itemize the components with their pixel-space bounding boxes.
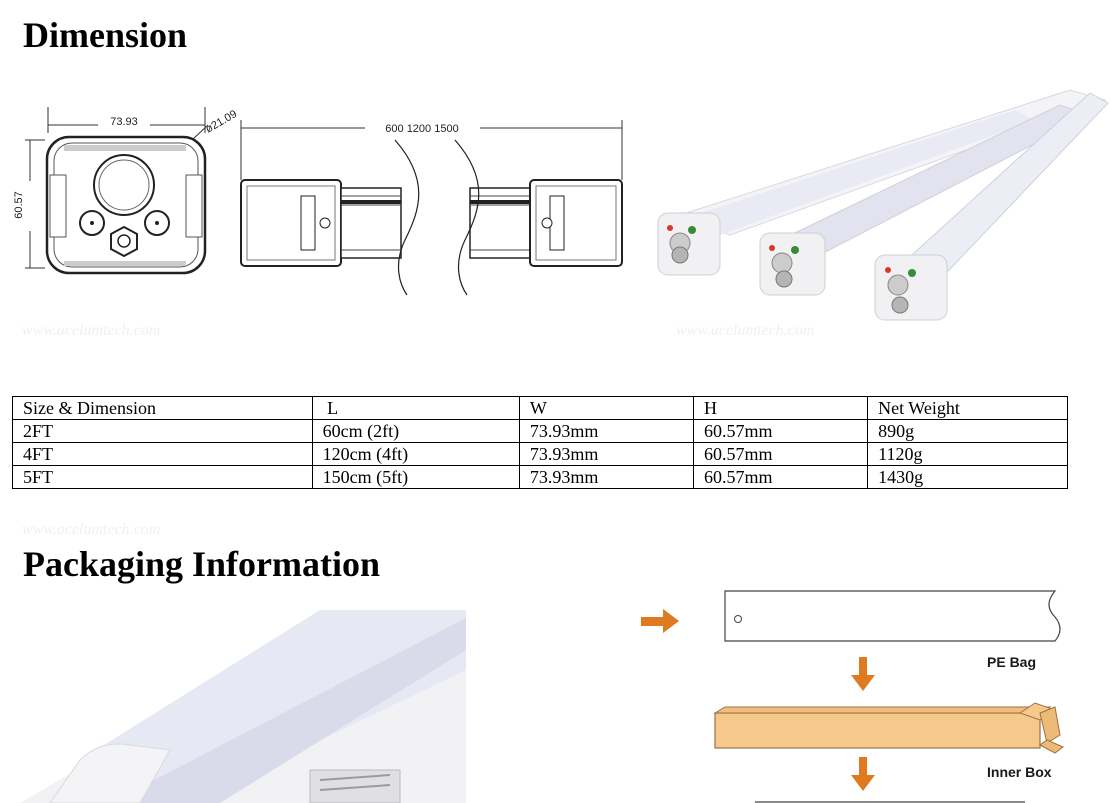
down-arrow-icon: [851, 757, 875, 791]
table-cell: 120cm (4ft): [311, 442, 520, 466]
table-header-cell: H: [692, 396, 869, 420]
table-cell: 73.93mm: [518, 419, 694, 443]
table-cell: 890g: [867, 419, 1068, 443]
right-arrow-icon: [641, 609, 679, 633]
table-cell: 4FT: [12, 442, 313, 466]
dimension-heading: Dimension: [23, 15, 188, 55]
table-cell: 73.93mm: [518, 465, 694, 489]
table-header-cell: L: [311, 396, 520, 420]
pe-bag-label: PE Bag: [987, 654, 1036, 670]
fixture-3: [874, 254, 948, 321]
table-cell: 1120g: [867, 442, 1068, 466]
table-cell: 2FT: [12, 419, 313, 443]
table-header-cell: Size & Dimension: [12, 396, 313, 420]
fixture-1: [657, 212, 721, 276]
table-cell: 5FT: [12, 465, 313, 489]
product-photo: [657, 89, 1109, 321]
packaging-diagram: PE Bag Inner Box: [641, 590, 1064, 803]
table-cell: 60cm (2ft): [311, 419, 520, 443]
down-arrow-icon: [851, 657, 875, 691]
table-row: 5FT 150cm (5ft) 73.93mm 60.57mm 1430g: [12, 465, 1068, 489]
fixture-closeup-photo: [20, 610, 466, 803]
side-view-drawing: 600 1200 1500: [240, 120, 623, 296]
table-header-cell: Net Weight: [867, 396, 1068, 420]
table-cell: 150cm (5ft): [311, 465, 520, 489]
length-dimension-label: 600 1200 1500: [385, 123, 458, 135]
fixture-2: [759, 232, 826, 296]
table-header-row: Size & Dimension L W H Net Weight: [12, 396, 1068, 420]
table-cell: 60.57mm: [692, 465, 869, 489]
table-cell: 73.93mm: [518, 442, 694, 466]
table-row: 2FT 60cm (2ft) 73.93mm 60.57mm 890g: [12, 419, 1068, 443]
end-view-drawing: 73.93 ø21.09 60.57: [13, 107, 240, 275]
packaging-heading: Packaging Information: [23, 544, 381, 584]
table-row: 4FT 120cm (4ft) 73.93mm 60.57mm 1120g: [12, 442, 1068, 466]
table-header-cell: W: [518, 396, 694, 420]
height-dimension-label: 60.57: [13, 191, 25, 219]
watermark: www.acelumtech.com: [22, 521, 161, 538]
table-cell: 60.57mm: [692, 442, 869, 466]
watermark: www.acelumtech.com: [676, 322, 815, 339]
diameter-dimension-label: ø21.09: [204, 108, 240, 136]
table-cell: 60.57mm: [692, 419, 869, 443]
spec-table: Size & Dimension L W H Net Weight 2FT 60…: [12, 396, 1068, 489]
inner-box-label: Inner Box: [987, 764, 1052, 780]
table-cell: 1430g: [867, 465, 1068, 489]
watermark: www.acelumtech.com: [22, 322, 161, 339]
width-dimension-label: 73.93: [110, 116, 138, 128]
